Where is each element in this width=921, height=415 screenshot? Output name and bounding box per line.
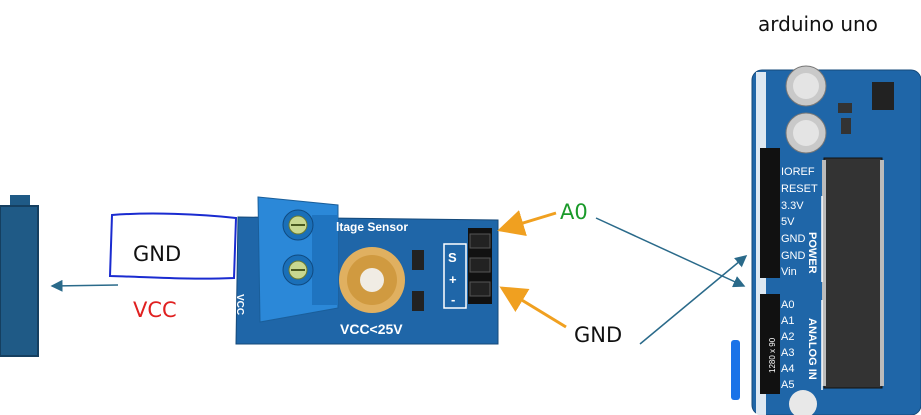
arduino-power-header-label: POWER: [806, 232, 818, 274]
arduino-pin-a5: A5: [781, 379, 795, 391]
voltage-sensor-board: S + -: [235, 196, 499, 345]
svg-text:S: S: [448, 250, 457, 265]
arduino-board: [751, 65, 921, 415]
sensor-vcc-rating: VCC<25V: [340, 321, 403, 337]
resolution-tag: 1280 x 90: [768, 337, 777, 373]
sensor-terminal-gnd: GND: [214, 246, 225, 269]
arduino-pin-a3: A3: [781, 347, 795, 359]
screen-bar-fragment: [731, 340, 740, 400]
arduino-pin-ioref: IOREF: [781, 166, 815, 178]
left-vcc-label: VCC: [133, 298, 177, 322]
sensor-terminal-vcc: VCC: [234, 294, 245, 316]
arduino-pin-vin: Vin: [781, 266, 797, 278]
arduino-analog-header-label: ANALOG IN: [806, 318, 818, 380]
svg-text:-: -: [451, 292, 455, 307]
a0-arrow: [497, 210, 557, 236]
arduino-pin-a0: A0: [781, 299, 795, 311]
gnd-arrow: [499, 286, 567, 329]
arduino-pin-5v: 5V: [781, 216, 795, 228]
arduino-pin-3v3: 3.3V: [781, 200, 804, 212]
left-gnd-label: GND: [133, 242, 182, 266]
arduino-pin-a2: A2: [781, 331, 795, 343]
a0-pin-label: A0: [560, 200, 588, 224]
wire-a0-to-arduino: [595, 217, 746, 288]
gnd-pin-label: GND: [574, 323, 623, 347]
arduino-pin-a1: A1: [781, 315, 795, 327]
svg-text:+: +: [449, 272, 457, 287]
arduino-pin-gnd-1: GND: [781, 233, 806, 245]
power-source-device: [0, 195, 39, 357]
wire-gnd-to-arduino: [639, 255, 748, 345]
sensor-title: ltage Sensor: [336, 220, 409, 234]
wire-to-device: [50, 279, 119, 292]
arduino-pin-reset: RESET: [781, 183, 818, 195]
gnd-highlight-box: [108, 212, 238, 280]
arduino-pin-a4: A4: [781, 363, 795, 375]
arduino-pin-gnd-2: GND: [781, 250, 806, 262]
page-title: arduino uno: [758, 12, 878, 36]
